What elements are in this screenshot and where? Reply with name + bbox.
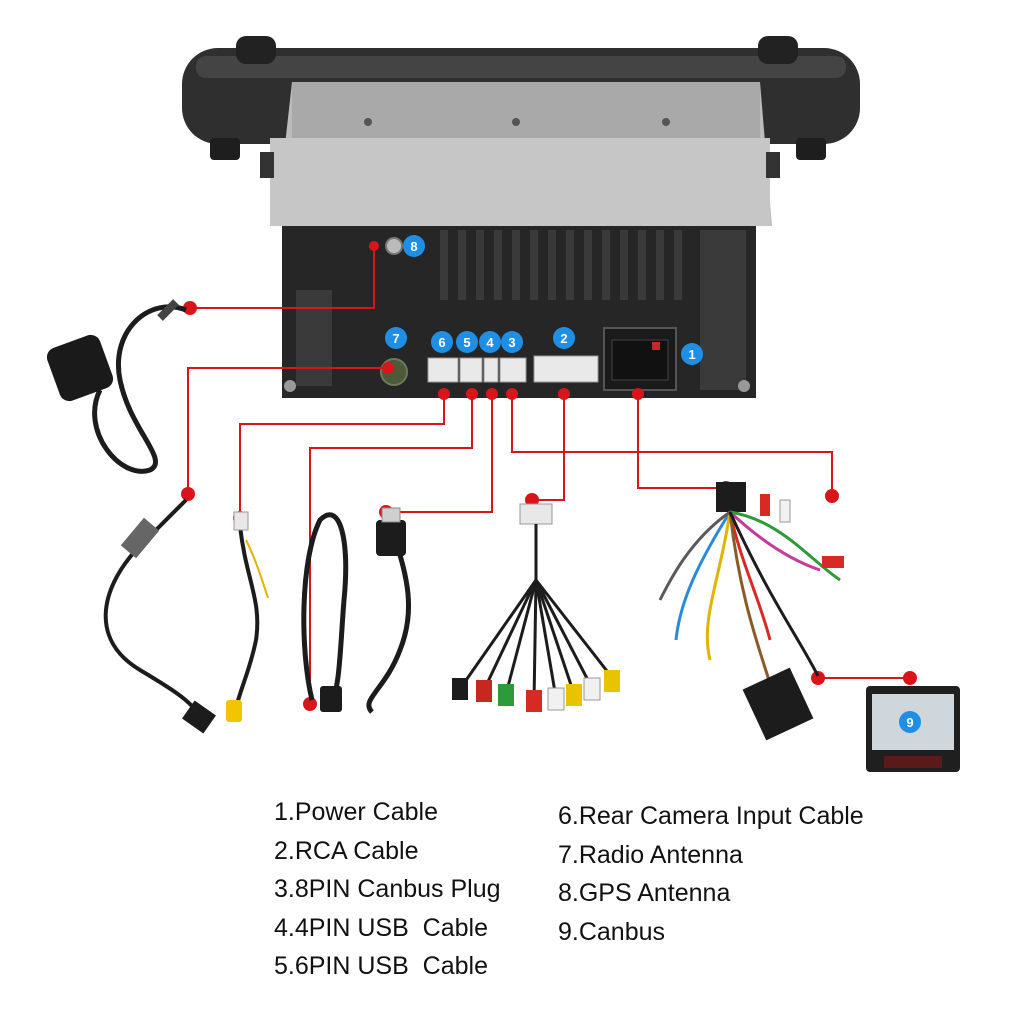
usb-4pin-cable <box>366 507 412 714</box>
svg-text:4: 4 <box>486 335 494 350</box>
badge-9: 9 <box>899 711 921 733</box>
badge-3: 3 <box>501 331 523 353</box>
svg-text:1: 1 <box>688 347 695 362</box>
line-radio <box>187 367 388 494</box>
line-power <box>637 394 726 489</box>
badge-5: 5 <box>456 331 478 353</box>
rear-camera-cable <box>226 511 269 722</box>
line-canbus-plug <box>511 394 833 496</box>
svg-text:7: 7 <box>392 331 399 346</box>
svg-text:6: 6 <box>438 335 445 350</box>
gps-antenna <box>46 299 187 474</box>
line-camera <box>239 394 445 518</box>
rca-cable <box>452 503 620 712</box>
heatsink-fins <box>296 230 746 390</box>
badge-2: 2 <box>553 327 575 349</box>
line-gps <box>190 246 375 309</box>
power-harness <box>658 482 844 741</box>
connector-lines <box>187 246 910 704</box>
legend-item-rear-camera-input-cable: 6.Rear Camera Input Cable <box>558 802 864 830</box>
legend-right: 6.Rear Camera Input Cable 7.Radio Antenn… <box>558 797 864 951</box>
legend-item-power-cable: 1.Power Cable <box>274 798 438 826</box>
right-knob <box>758 36 798 64</box>
port-5 <box>459 357 483 383</box>
badge-6: 6 <box>431 331 453 353</box>
legend-item-rca-cable: 2.RCA Cable <box>274 836 419 865</box>
svg-text:3: 3 <box>508 335 515 350</box>
left-knob <box>236 36 276 64</box>
legend-left: 1.Power Cable 2.RCA Cable 3.8PIN Canbus … <box>274 793 501 986</box>
badge-1: 1 <box>681 343 703 365</box>
line-4pin-usb <box>386 394 493 513</box>
legend-item-4pin-usb-cable: 4.4PIN USB Cable <box>274 913 488 942</box>
badge-7: 7 <box>385 327 407 349</box>
svg-text:5: 5 <box>463 335 470 350</box>
svg-text:2: 2 <box>560 331 567 346</box>
legend-item-radio-antenna: 7.Radio Antenna <box>558 840 743 869</box>
harness-plug <box>742 667 814 741</box>
legend-item-8pin-canbus-plug: 3.8PIN Canbus Plug <box>274 875 501 903</box>
legend-item-6pin-usb-cable: 5.6PIN USB Cable <box>274 952 488 980</box>
port-3 <box>499 357 527 383</box>
radio-antenna-cable <box>103 498 216 734</box>
usb-6pin-cable <box>301 512 349 712</box>
badge-4: 4 <box>479 331 501 353</box>
port-2 <box>533 355 599 383</box>
legend-item-canbus: 9.Canbus <box>558 917 666 946</box>
svg-text:8: 8 <box>410 239 417 254</box>
svg-text:9: 9 <box>906 715 913 730</box>
line-rca <box>532 394 565 501</box>
head-unit <box>182 36 860 398</box>
line-6pin-usb <box>309 394 473 704</box>
port-4 <box>483 357 499 383</box>
badge-8: 8 <box>403 235 425 257</box>
port-6 <box>427 357 459 383</box>
legend-item-gps-antenna: 8.GPS Antenna <box>558 879 731 907</box>
gps-port <box>385 237 403 255</box>
